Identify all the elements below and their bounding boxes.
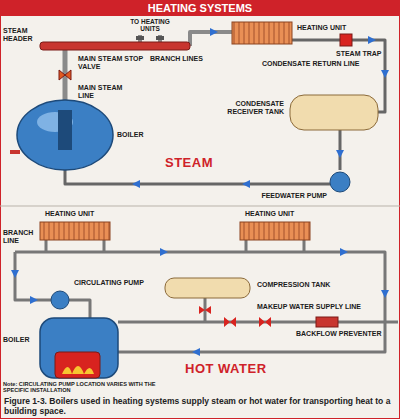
callout-label: COMPRESSION TANK	[257, 281, 367, 289]
section-title: STEAM	[165, 156, 245, 171]
callout-label: BRANCH LINE	[3, 229, 39, 245]
callout-label: CONDENSATE RETURN LINE	[262, 60, 380, 68]
callout-label: MAIN STEAM STOP VALVE	[78, 55, 146, 71]
callout-label: HEATING UNIT	[45, 210, 135, 218]
note-text: Note: CIRCULATING PUMP LOCATION VARIES W…	[3, 381, 168, 394]
callout-label: HEATING UNIT	[245, 210, 335, 218]
title-bar: HEATING SYSTEMS	[0, 0, 400, 16]
section-title: HOT WATER	[185, 362, 295, 377]
callout-label: FEEDWATER PUMP	[255, 192, 327, 200]
callout-label: BOILER	[3, 336, 39, 344]
callout-label: CIRCULATING PUMP	[74, 279, 144, 287]
callout-label: MAKEUP WATER SUPPLY LINE	[257, 303, 382, 311]
callout-label: STEAM TRAP	[336, 50, 398, 58]
callout-label: STEAM HEADER	[3, 27, 39, 43]
callout-label: MAIN STEAM LINE	[78, 84, 140, 100]
callout-label: HEATING UNIT	[297, 24, 367, 32]
callout-label: TO HEATING UNITS	[122, 18, 178, 33]
callout-label: BACKFLOW PREVENTER	[296, 330, 382, 338]
callout-label: CONDENSATE RECEIVER TANK	[200, 100, 284, 116]
callout-label: BOILER	[117, 131, 157, 139]
callout-label: BRANCH LINES	[150, 55, 220, 63]
figure-caption: Figure 1-3. Boilers used in heating syst…	[4, 397, 396, 417]
